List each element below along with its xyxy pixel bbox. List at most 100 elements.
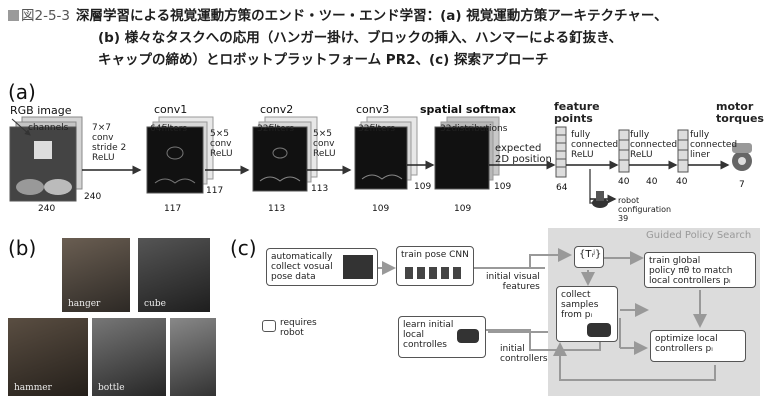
label-line: points	[554, 112, 593, 125]
op-line: 7×7	[92, 123, 111, 133]
feature-points-column	[555, 126, 567, 178]
caption-text-3: キャップの締め）とロボットプラットフォーム PR2、(c) 探索アプローチ	[98, 52, 549, 68]
rgb-image-label: RGB image	[10, 104, 72, 117]
softmax-distributions: 32distributions	[440, 124, 508, 134]
label-line: learn initial	[403, 320, 454, 330]
caption-text-1: 深層学習による視覚運動方策のエンド・ツー・エンド学習：(a) 視覚運動方策アーキ…	[76, 8, 668, 24]
trajectory-set-box: {Tᵢʲ}	[574, 246, 604, 268]
conv2-label: conv2	[260, 103, 294, 116]
conv3-stack	[354, 116, 418, 190]
label-line: controllers	[500, 354, 548, 364]
conv1-width: 117	[164, 204, 182, 214]
label-line: motor	[716, 100, 754, 113]
conv1-filters: 64filters	[150, 124, 188, 134]
op-line: conv	[313, 139, 335, 149]
label-line: 2D position	[495, 154, 552, 165]
robot-arm-thumbnail	[457, 329, 479, 343]
op-line: ReLU	[92, 153, 115, 163]
conv3-label: conv3	[356, 103, 390, 116]
op-line: conv	[210, 139, 232, 149]
conv3-height: 109	[414, 182, 432, 192]
caption-square-icon	[8, 10, 19, 21]
label-line: train global	[649, 256, 701, 266]
photo-caption: bottle	[98, 383, 125, 393]
optimize-local-box: optimize local controllers pᵢ	[650, 330, 746, 362]
photo-caption: cube	[144, 299, 166, 309]
label-line: collect	[561, 290, 591, 300]
label-line: local	[403, 330, 424, 340]
label-line: ReLU	[630, 150, 653, 160]
label-line: from pᵢ	[561, 310, 593, 320]
label-line: features	[502, 282, 540, 292]
conv2-stack	[252, 116, 318, 192]
photo-caption: hammer	[14, 383, 52, 393]
box-text: train pose CNN	[401, 250, 469, 260]
conv1-label: conv1	[154, 103, 188, 116]
label-line: fully	[630, 130, 650, 140]
label-line: controllers pᵢ	[655, 344, 713, 354]
op-line: 5×5	[210, 129, 229, 139]
fc2-count: 40	[676, 177, 688, 187]
conv1-height: 117	[206, 186, 224, 196]
label-line: connected	[690, 140, 738, 150]
conv3-filters: 32filters	[358, 124, 396, 134]
softmax-width: 109	[454, 204, 472, 214]
conv2-height: 113	[311, 184, 329, 194]
gps-title: Guided Policy Search	[646, 230, 752, 241]
panel-a-diagram	[9, 116, 752, 208]
conv2-width: 113	[268, 204, 286, 214]
learn-initial-box: learn initial local controlles	[398, 316, 486, 358]
conv1-stack	[146, 116, 214, 194]
fc3-count: 40	[646, 177, 658, 187]
fc2-column	[677, 129, 689, 173]
feature-points-count: 64	[556, 183, 568, 193]
label-line: local controllers pᵢ	[649, 276, 731, 286]
photo-bottle: bottle	[92, 318, 166, 396]
conv2-filters: 32filters	[257, 124, 295, 134]
figure-caption-line1: 図2-5-3 深層学習による視覚運動方策のエンド・ツー・エンド学習：(a) 視覚運…	[8, 6, 668, 26]
label-line: optimize local	[655, 334, 718, 344]
photo-hanger: hanger	[62, 238, 130, 312]
op-line: conv	[92, 133, 114, 143]
label-line: connected	[571, 140, 619, 150]
photo-caption: hanger	[68, 299, 101, 309]
label-line: fully	[690, 130, 710, 140]
conv3-width: 109	[372, 204, 390, 214]
label-line: feature	[554, 100, 600, 113]
photo-cube: cube	[138, 238, 210, 312]
rgb-width: 240	[38, 204, 56, 214]
label-line: fully	[571, 130, 591, 140]
label-line: ReLU	[571, 150, 594, 160]
label-line: liner	[690, 150, 710, 160]
label-line: configuration	[618, 205, 672, 214]
label-line: policy πθ to match	[649, 266, 733, 276]
fc1-count: 40	[618, 177, 630, 187]
caption-text-2: (b) 様々なタスクへの応用（ハンガー掛け、ブロックの挿入、ハンマーによる釘抜き…	[98, 30, 623, 46]
label-line: controlles	[403, 340, 447, 350]
spatial-softmax-label: spatial softmax	[420, 103, 517, 116]
label-line: torques	[716, 112, 764, 125]
figure-number: 図2-5-3	[21, 8, 71, 24]
softmax-height: 109	[494, 182, 512, 192]
box-text: automatically collect vosual pose data	[271, 252, 333, 282]
label-line: robot	[280, 328, 304, 338]
label-line: expected	[495, 143, 542, 154]
rgb-height: 240	[84, 192, 102, 202]
panel-b-label: (b)	[8, 236, 37, 260]
train-global-policy-box: train global policy πθ to match local co…	[644, 252, 756, 288]
motor-count: 7	[739, 180, 745, 190]
cnn-thumbnails	[405, 267, 465, 279]
channels-label: channels	[28, 123, 69, 133]
